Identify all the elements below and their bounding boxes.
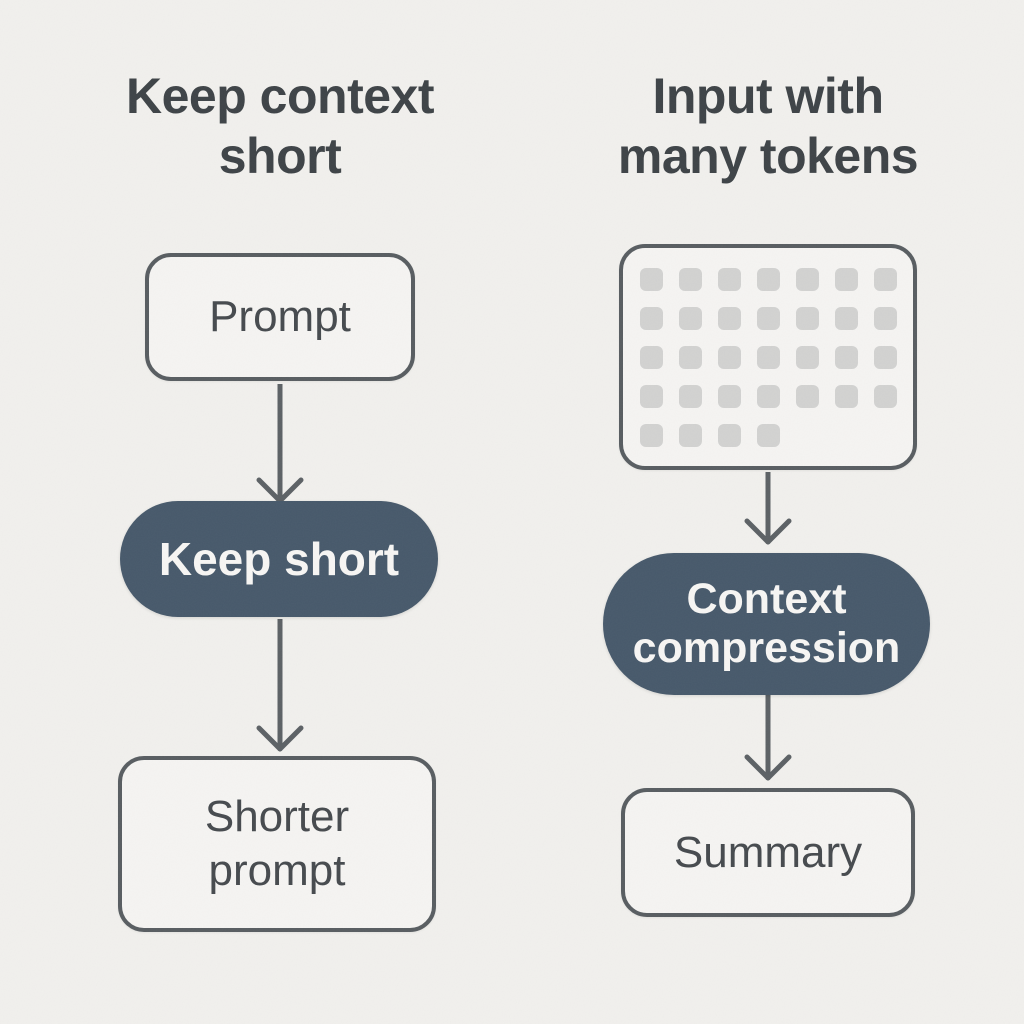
prompt-node-label: Prompt xyxy=(209,292,351,342)
token-square xyxy=(873,384,897,408)
token-square xyxy=(639,345,663,369)
prompt-node: Prompt xyxy=(145,253,415,381)
token-square xyxy=(756,306,780,330)
token-square xyxy=(717,306,741,330)
token-square xyxy=(795,306,819,330)
token-square xyxy=(717,423,741,447)
arrow-down-icon xyxy=(740,694,796,782)
token-square xyxy=(717,384,741,408)
token-square xyxy=(678,267,702,291)
token-square xyxy=(873,345,897,369)
right-flow-title: Input with many tokens xyxy=(617,68,919,184)
context-compression-node-label: Context compression xyxy=(632,574,901,672)
token-square xyxy=(834,306,858,330)
token-square xyxy=(756,345,780,369)
arrow-down-icon xyxy=(252,619,308,753)
token-grid xyxy=(639,267,897,447)
token-square xyxy=(834,267,858,291)
shorter-prompt-node: Shorter prompt xyxy=(118,756,436,932)
arrow-down-icon xyxy=(740,472,796,546)
token-square xyxy=(639,267,663,291)
left-flow-title: Keep context short xyxy=(126,68,434,184)
token-square xyxy=(834,384,858,408)
token-square xyxy=(795,384,819,408)
token-square xyxy=(717,267,741,291)
summary-node: Summary xyxy=(621,788,915,917)
token-square xyxy=(717,345,741,369)
token-square xyxy=(678,345,702,369)
summary-node-label: Summary xyxy=(673,827,863,877)
keep-short-node-label: Keep short xyxy=(158,532,400,585)
token-square xyxy=(756,423,780,447)
token-square xyxy=(795,267,819,291)
token-square xyxy=(834,345,858,369)
shorter-prompt-node-label: Shorter prompt xyxy=(204,792,350,895)
token-square xyxy=(795,345,819,369)
context-compression-node: Context compression xyxy=(603,553,930,695)
arrow-down-icon xyxy=(252,384,308,505)
token-square xyxy=(639,423,663,447)
token-square xyxy=(639,384,663,408)
token-square xyxy=(678,306,702,330)
token-square xyxy=(873,267,897,291)
keep-short-node: Keep short xyxy=(120,501,438,617)
token-square xyxy=(678,423,702,447)
token-square xyxy=(678,384,702,408)
token-square xyxy=(756,384,780,408)
token-square xyxy=(873,306,897,330)
token-input-node xyxy=(619,244,917,470)
token-square xyxy=(639,306,663,330)
token-square xyxy=(756,267,780,291)
